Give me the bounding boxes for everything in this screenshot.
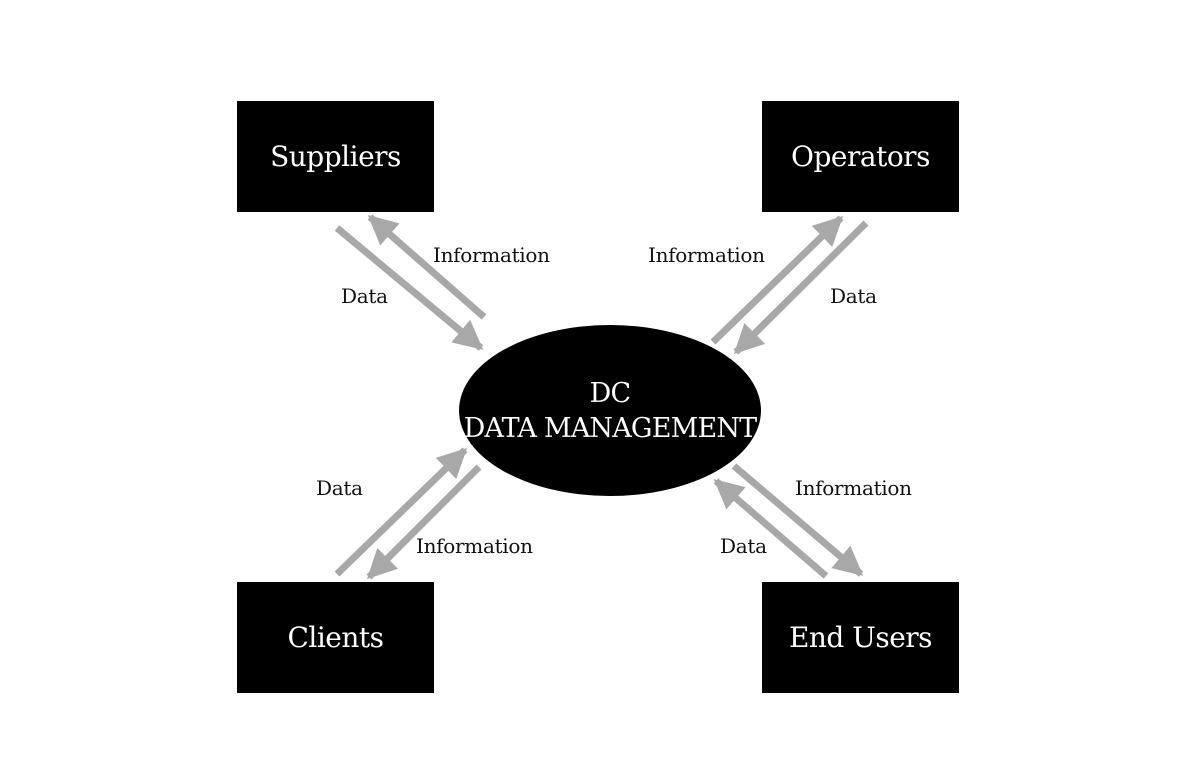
hub-title-line2: DATA MANAGEMENT bbox=[463, 412, 758, 444]
arrow-end-users-data bbox=[713, 478, 829, 579]
hub-data-management: DC DATA MANAGEMENT bbox=[459, 325, 761, 496]
arrow-suppliers-information bbox=[367, 214, 487, 320]
node-operators: Operators bbox=[762, 101, 959, 212]
arrow-operators-information bbox=[710, 215, 844, 345]
node-clients: Clients bbox=[237, 582, 434, 693]
label-suppliers-data: Data bbox=[341, 284, 388, 308]
node-clients-label: Clients bbox=[287, 621, 384, 654]
arrow-suppliers-data bbox=[334, 225, 484, 351]
node-end-users: End Users bbox=[762, 582, 959, 693]
node-operators-label: Operators bbox=[791, 140, 930, 173]
label-end-users-data: Data bbox=[720, 534, 767, 558]
label-clients-information: Information bbox=[416, 534, 533, 558]
node-end-users-label: End Users bbox=[788, 621, 933, 654]
arrow-clients-information bbox=[366, 464, 482, 580]
node-suppliers: Suppliers bbox=[237, 101, 434, 212]
arrow-operators-data bbox=[733, 220, 869, 355]
label-end-users-information: Information bbox=[795, 476, 912, 500]
node-suppliers-label: Suppliers bbox=[270, 140, 401, 173]
label-operators-information: Information bbox=[648, 243, 765, 267]
label-suppliers-information: Information bbox=[433, 243, 550, 267]
arrow-clients-data bbox=[334, 447, 468, 577]
label-operators-data: Data bbox=[830, 284, 877, 308]
arrow-end-users-information bbox=[731, 463, 864, 577]
hub-title-line1: DC bbox=[589, 377, 632, 409]
label-clients-data: Data bbox=[316, 476, 363, 500]
